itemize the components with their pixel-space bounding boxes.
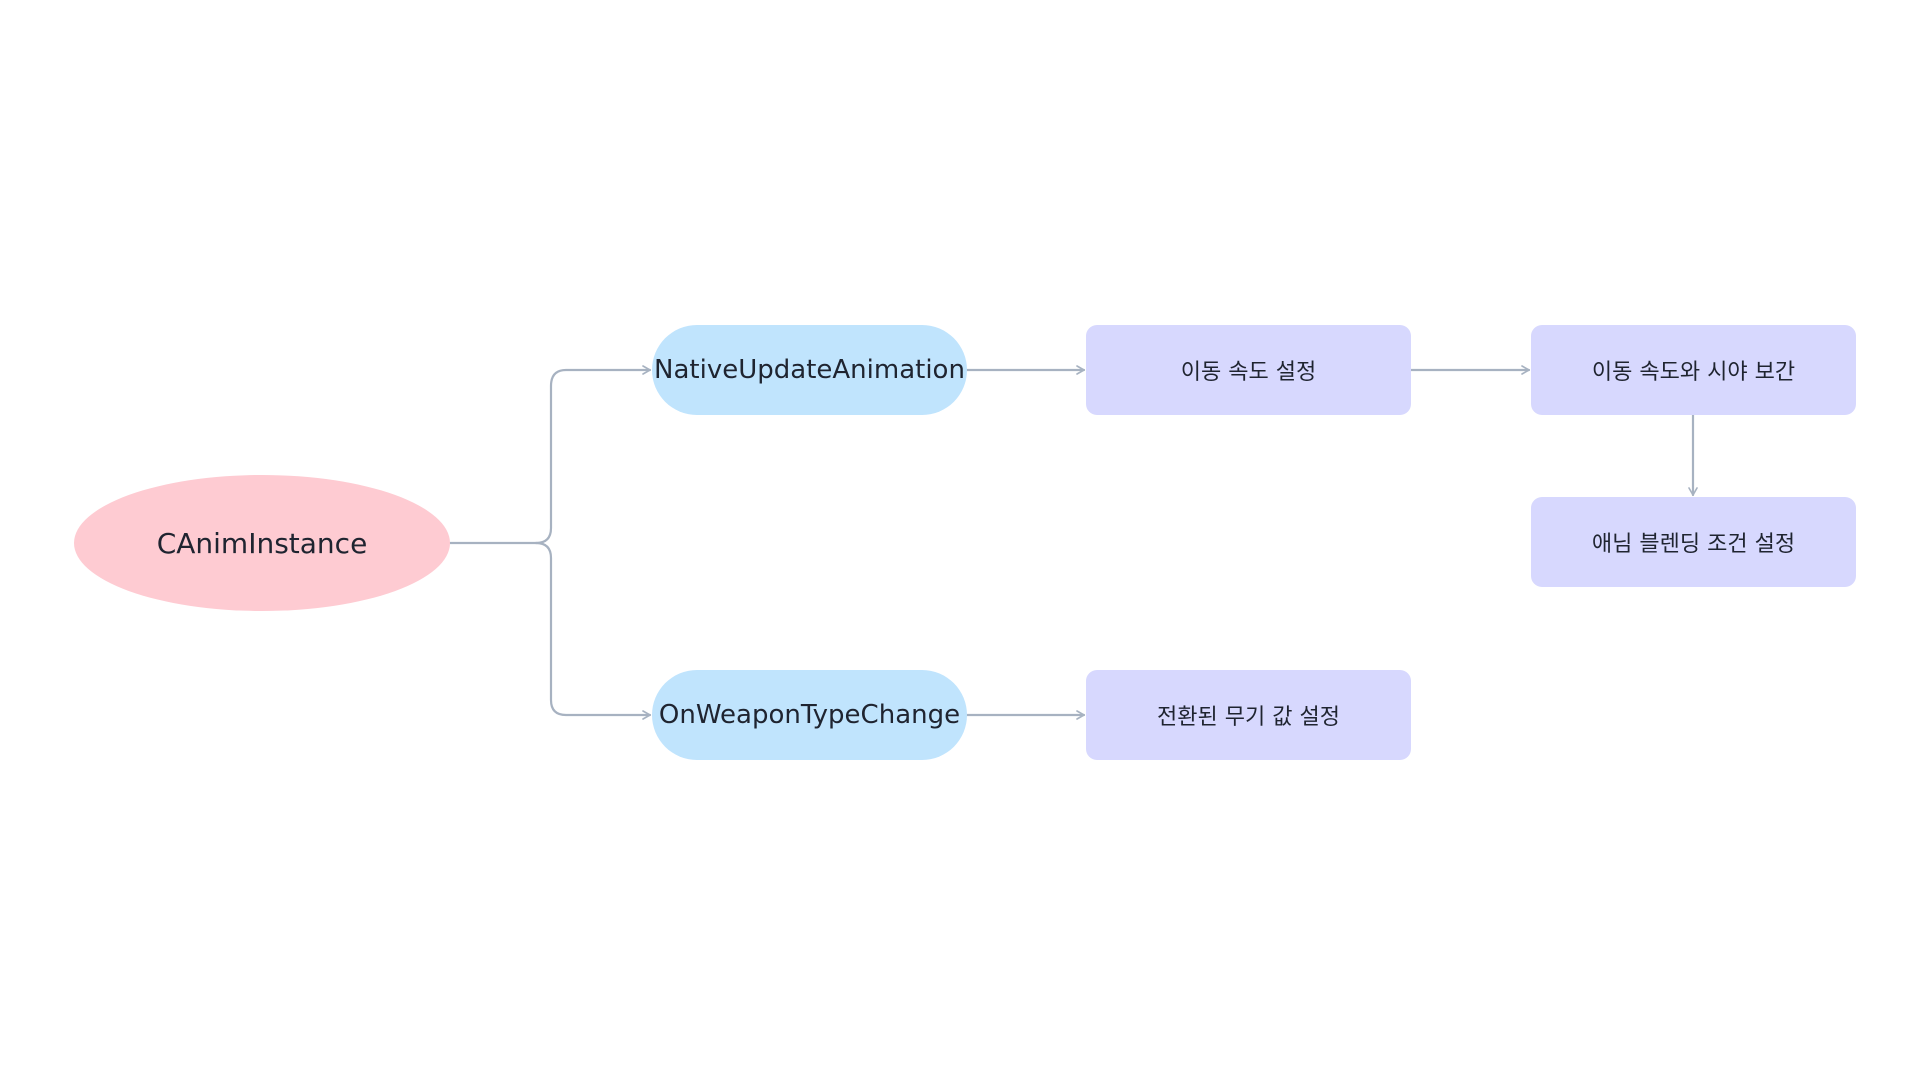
step-node-interpolate-speed-view: 이동 속도와 시야 보간 bbox=[1531, 325, 1856, 415]
step-node-set-weapon-value: 전환된 무기 값 설정 bbox=[1086, 670, 1411, 760]
step-node-label: 이동 속도와 시야 보간 bbox=[1591, 360, 1796, 385]
connector-root-to-weapon bbox=[534, 541, 652, 720]
function-node-on-weapon-type-change: OnWeaponTypeChange bbox=[652, 670, 967, 760]
step-node-label: 전환된 무기 값 설정 bbox=[1157, 705, 1340, 730]
root-node-label: CAnimInstance bbox=[156, 526, 368, 560]
root-node-canim-instance: CAnimInstance bbox=[74, 475, 450, 611]
function-node-label: NativeUpdateAnimation bbox=[654, 355, 965, 385]
function-node-label: OnWeaponTypeChange bbox=[658, 700, 961, 730]
step-node-set-anim-blend-condition: 애님 블렌딩 조건 설정 bbox=[1531, 497, 1856, 587]
step-node-label: 이동 속도 설정 bbox=[1180, 360, 1317, 385]
connector-root-to-native bbox=[534, 365, 652, 545]
step-node-label: 애님 블렌딩 조건 설정 bbox=[1591, 532, 1796, 557]
step-node-set-move-speed: 이동 속도 설정 bbox=[1086, 325, 1411, 415]
function-node-native-update-animation: NativeUpdateAnimation bbox=[652, 325, 967, 415]
